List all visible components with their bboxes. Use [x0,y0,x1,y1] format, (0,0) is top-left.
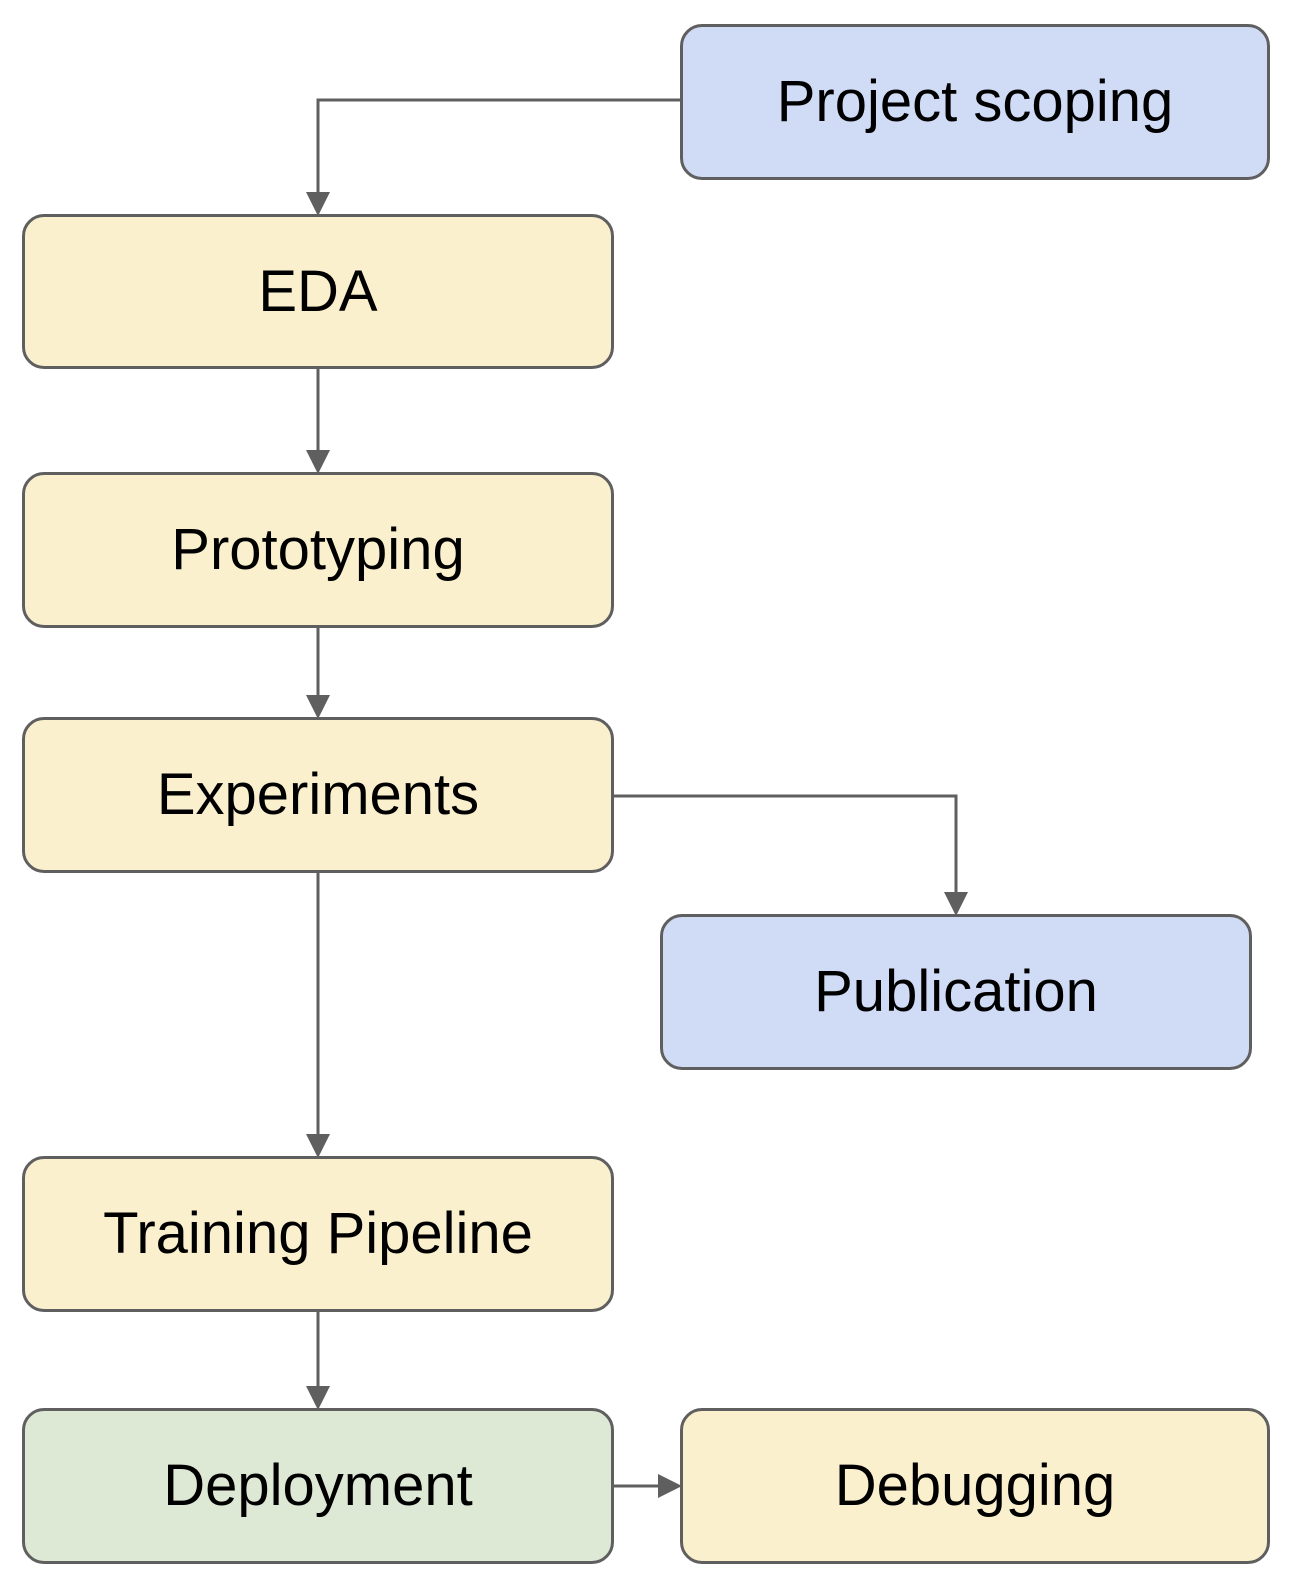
prototyping-label: Prototyping [171,517,465,582]
connector-project-to-eda [306,98,680,216]
project-scoping-node: Project scoping [680,24,1270,180]
eda-label: EDA [258,258,378,324]
deployment-label: Deployment [163,1453,473,1518]
eda-node: EDA [22,214,614,369]
prototyping-node: Prototyping [22,472,614,628]
deployment-node: Deployment [22,1408,614,1564]
publication-node: Publication [660,914,1252,1070]
publication-label: Publication [814,959,1098,1024]
training-pipeline-label: Training Pipeline [103,1201,533,1266]
debugging-label: Debugging [834,1453,1116,1518]
project-scoping-label: Project scoping [776,69,1174,134]
experiments-node: Experiments [22,717,614,873]
connector-experiments-to-publication [614,794,968,916]
training-pipeline-node: Training Pipeline [22,1156,614,1312]
debugging-node: Debugging [680,1408,1270,1564]
experiments-label: Experiments [156,762,480,827]
